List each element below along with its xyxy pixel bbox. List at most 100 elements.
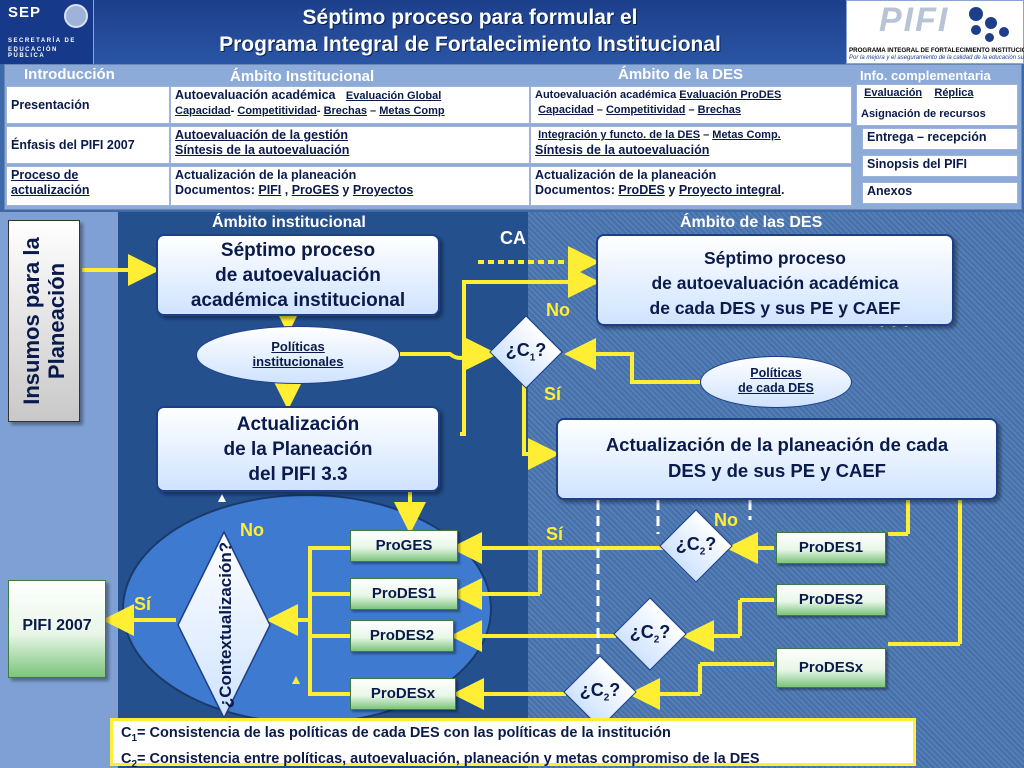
link-proyectos[interactable]: Proyectos [352,183,414,197]
c2b-prefix: ¿C [629,622,654,642]
region-title-des: Ámbito de las DES [680,214,823,231]
box-prodes2-right: ProDES2 [776,584,886,616]
box-proges: ProGES [350,530,458,562]
link-evaluacion-prodes[interactable]: Evaluación ProDES [679,89,782,101]
header-ambito-des: Ámbito de la DES [618,66,744,83]
box-inst-line-2: de autoevaluación [215,265,381,286]
cell-inst-autoevaluacion: Autoevaluación académica Evaluación Glob… [170,86,530,124]
c2a-sub: 2 [699,546,706,558]
des-documentos-label: Documentos: [535,183,615,197]
box-prodes1-left: ProDES1 [350,578,458,610]
insumos-line-2: Planeación [44,262,69,380]
title-line-2: Programa Integral de Fortalecimiento Ins… [219,33,721,56]
link-evaluacion-global[interactable]: Evaluación Global [345,90,442,102]
c1-prefix: ¿C [505,340,530,360]
des-autoeval-label: Autoevaluación académica [535,89,677,101]
link-des-competitividad[interactable]: Competitividad [605,104,686,116]
label-si-c2: Sí [546,524,564,544]
link-integracion-des[interactable]: Integración y functo. de la DES [538,129,701,141]
link-capacidad[interactable]: Capacidad [175,105,231,117]
box-prodesx-right: ProDESx [776,648,886,688]
cell-des-integracion: Integración y functo. de la DES – Metas … [530,126,852,164]
c2a-prefix: ¿C [675,534,700,554]
des-actualizacion-label: Actualización de la planeación [535,168,717,182]
decision-c1-label: ¿C1? [504,340,548,364]
legend-c1: C [121,725,132,741]
legend-box: C1= Consistencia de las políticas de cad… [110,718,916,768]
legend-c1-sub: 1 [131,732,138,744]
link-sinopsis-pifi[interactable]: Sinopsis del PIFI [862,155,1018,177]
cell-des-autoevaluacion: Autoevaluación académica Evaluación ProD… [530,86,852,124]
c2b-sub: 2 [653,634,660,646]
box-inst-line-1: Séptimo proceso [220,240,376,261]
insumos-box: Insumos para la Planeación [8,220,80,422]
pifi-dot-icon [985,17,997,29]
header-ambito-institucional: Ámbito Institucional [230,68,375,85]
link-entrega-recepcion[interactable]: Entrega – recepción [862,128,1018,150]
region-title-institucional: Ámbito institucional [212,214,366,231]
link-proges[interactable]: ProGES [291,183,339,197]
c2c-q: ? [609,680,621,700]
link-prodes[interactable]: ProDES [618,183,665,197]
link-autoeval-gestion[interactable]: Autoevaluación de la gestión [175,128,348,142]
act-des-line-1: Actualización de la planeación de cada [605,434,949,455]
c2c-sub: 2 [603,692,610,704]
pifi-dot-icon [971,25,981,35]
label-no-contextualizacion: No [240,520,264,540]
link-sintesis-des[interactable]: Síntesis de la autoevaluación [535,143,710,157]
link-anexos[interactable]: Anexos [862,182,1018,204]
link-des-brechas[interactable]: Brechas [697,104,742,116]
link-brechas[interactable]: Brechas [323,105,367,117]
pifi-caption-1: PROGRAMA INTEGRAL DE FORTALECIMIENTO INS… [849,47,1024,54]
box-des-line-2: de autoevaluación académica [651,273,899,293]
sep-caption-2: EDUCACIÓN PÚBLICA [8,47,58,59]
label-no-c1: No [546,300,570,320]
act-inst-line-3: del PIFI 3.3 [248,464,348,485]
label-si-c1: Sí [544,384,562,404]
link-des-metas-comp[interactable]: Metas Comp. [712,129,781,141]
c2a-q: ? [705,534,717,554]
ellipse-politicas-institucionales: Políticas institucionales [196,326,400,384]
link-presentacion[interactable]: Presentación [6,86,170,124]
pifi-dot-icon [999,27,1009,37]
box-inst-line-3: académica institucional [190,290,406,311]
link-pifi[interactable]: PIFI [258,183,282,197]
cell-des-planeacion: Actualización de la planeación Documento… [530,166,852,206]
pifi-dot-icon [969,7,983,21]
legend-c2-sub: 2 [131,758,138,768]
box-autoevaluacion-institucional: Séptimo proceso de autoevaluación académ… [156,234,440,316]
link-des-capacidad[interactable]: Capacidad [538,104,594,116]
cell-inst-planeacion: Actualización de la planeación Documento… [170,166,530,206]
legend-c2-text: = Consistencia entre políticas, autoeval… [137,750,760,767]
box-autoevaluacion-des: Séptimo proceso de autoevaluación académ… [596,234,954,326]
sep-brand: SEP [8,4,42,21]
pol-inst-line-2: institucionales [252,354,344,369]
box-prodes1-right: ProDES1 [776,532,886,564]
cell-info-evaluacion: Evaluación Réplica Asignación de recurso… [856,84,1018,126]
box-prodesx-left: ProDESx [350,678,456,710]
legend-c1-text: = Consistencia de las políticas de cada … [137,725,671,741]
box-des-line-1: Séptimo proceso [704,248,846,268]
link-metas-comp[interactable]: Metas Comp [379,105,445,117]
sep-caption-1: SECRETARÍA DE [8,38,76,44]
act-inst-line-1: Actualización [236,414,360,435]
link-sintesis-inst[interactable]: Síntesis de la autoevaluación [175,143,350,157]
link-enfasis-pifi[interactable]: Énfasis del PIFI 2007 [6,126,170,164]
link-competitividad[interactable]: Competitividad [237,105,317,117]
box-des-line-3: de cada DES y sus PE y CAEF [649,298,901,318]
label-no-c2: No [714,510,738,530]
sep-logo: SEP SECRETARÍA DE EDUCACIÓN PÚBLICA [0,0,94,64]
link-proceso-actualizacion[interactable]: Proceso de actualización [6,166,170,206]
box-prodes2-left: ProDES2 [350,620,454,652]
header-info-complementaria: Info. complementaria [860,68,991,83]
label-ca: CA [500,228,526,248]
pifi-logo: PIFI PROGRAMA INTEGRAL DE FORTALECIMIENT… [846,0,1024,64]
c2c-prefix: ¿C [579,680,604,700]
inst-documentos-label: Documentos: [175,183,255,197]
link-evaluacion[interactable]: Evaluación [864,87,923,99]
link-proyecto-integral[interactable]: Proyecto integral [678,183,781,197]
link-asignacion-recursos[interactable]: Asignación de recursos [861,108,986,120]
header-introduccion: Introducción [24,66,115,83]
link-replica[interactable]: Réplica [934,87,974,99]
